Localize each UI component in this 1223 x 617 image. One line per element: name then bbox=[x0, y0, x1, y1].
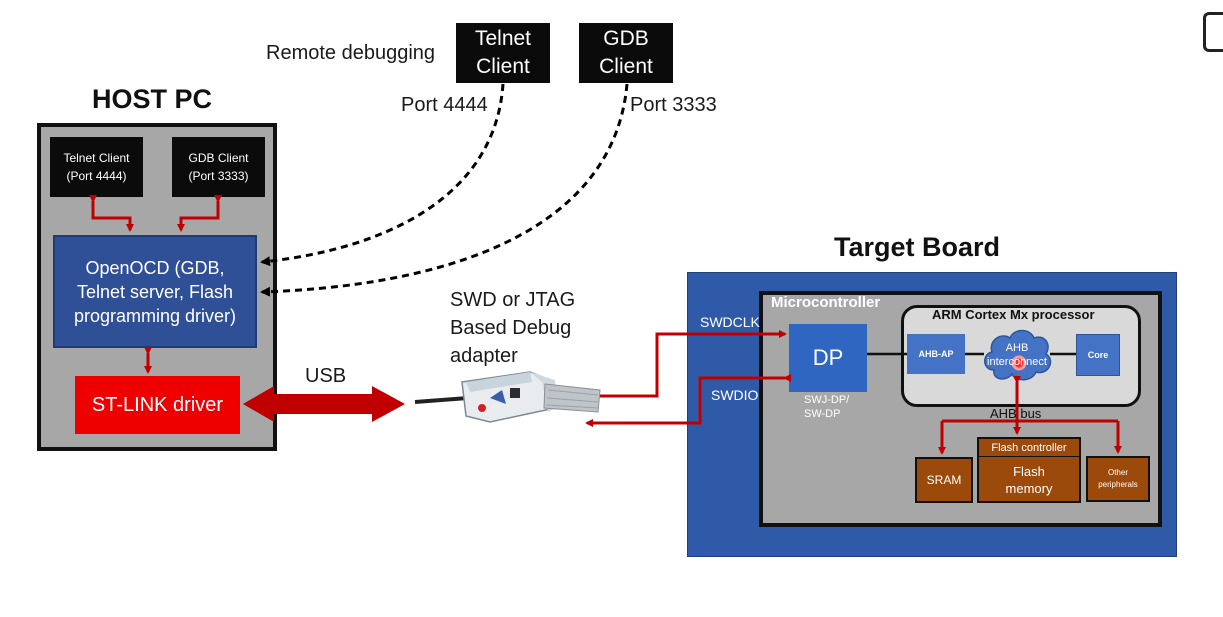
usb-label: USB bbox=[305, 365, 347, 387]
port-gdb-label: Port 3333 bbox=[630, 94, 717, 116]
sram-label: SRAM bbox=[926, 473, 962, 487]
remote-telnet-client-label: Telnet Client bbox=[474, 27, 532, 78]
other-peripherals-box: Other peripherals bbox=[1086, 456, 1150, 502]
sram-box: SRAM bbox=[915, 457, 973, 503]
stlink-driver-box: ST-LINK driver bbox=[75, 376, 240, 434]
host-pc-title: HOST PC bbox=[92, 84, 213, 114]
adapter-top bbox=[466, 372, 532, 392]
host-telnet-client-label: Telnet Client (Port 4444) bbox=[63, 151, 130, 183]
swdclk-label: SWDCLK bbox=[700, 314, 760, 330]
flash-memory-label: Flash memory bbox=[1005, 464, 1053, 496]
chip-icon bbox=[1203, 12, 1223, 52]
target-board-title: Target Board bbox=[834, 232, 1001, 262]
flash-block bbox=[977, 437, 1081, 503]
host-gdb-client-label: GDB Client (Port 3333) bbox=[188, 151, 249, 183]
other-peripherals-label: Other peripherals bbox=[1098, 468, 1138, 489]
debug-adapter-label: SWD or JTAG Based Debug adapter bbox=[450, 289, 576, 367]
remote-telnet-client-box: Telnet Client bbox=[456, 23, 550, 83]
stlink-driver-label: ST-LINK driver bbox=[91, 393, 224, 416]
openocd-box: OpenOCD (GDB, Telnet server, Flash progr… bbox=[53, 235, 257, 348]
led-icon bbox=[478, 404, 486, 412]
ahb-interconnect-cloud bbox=[984, 329, 1052, 381]
ahb-ap-label: AHB-AP bbox=[918, 349, 954, 359]
core-label: Core bbox=[1087, 350, 1109, 360]
debug-adapter-illustration bbox=[414, 371, 601, 423]
microcontroller-title: Microcontroller bbox=[771, 294, 881, 311]
ahb-interconnect-label: AHB interconnect bbox=[987, 342, 1047, 368]
adapter-connector bbox=[510, 388, 520, 398]
remote-debugging-label: Remote debugging bbox=[266, 42, 436, 64]
arm-processor-title: ARM Cortex Mx processor bbox=[932, 307, 1095, 322]
openocd-label: OpenOCD (GDB, Telnet server, Flash progr… bbox=[73, 257, 237, 326]
ahb-ap-box: AHB-AP bbox=[907, 334, 965, 374]
dp-box: DP bbox=[789, 324, 867, 392]
host-telnet-client-box: Telnet Client (Port 4444) bbox=[50, 137, 143, 197]
flash-controller-label: Flash controller bbox=[979, 439, 1079, 457]
port-telnet-label: Port 4444 bbox=[401, 94, 488, 116]
dp-label: DP bbox=[812, 345, 844, 370]
core-box: Core bbox=[1076, 334, 1120, 376]
st-logo-icon bbox=[490, 390, 506, 404]
usb-cable bbox=[414, 396, 469, 404]
swdio-label: SWDIO bbox=[711, 387, 759, 403]
remote-gdb-client-label: GDB Client bbox=[599, 27, 653, 78]
dp-subtitle: SWJ-DP/ SW-DP bbox=[804, 394, 850, 420]
ahb-bus-label: AHB bus bbox=[990, 406, 1042, 421]
host-gdb-client-box: GDB Client (Port 3333) bbox=[172, 137, 265, 197]
remote-gdb-client-box: GDB Client bbox=[579, 23, 673, 83]
